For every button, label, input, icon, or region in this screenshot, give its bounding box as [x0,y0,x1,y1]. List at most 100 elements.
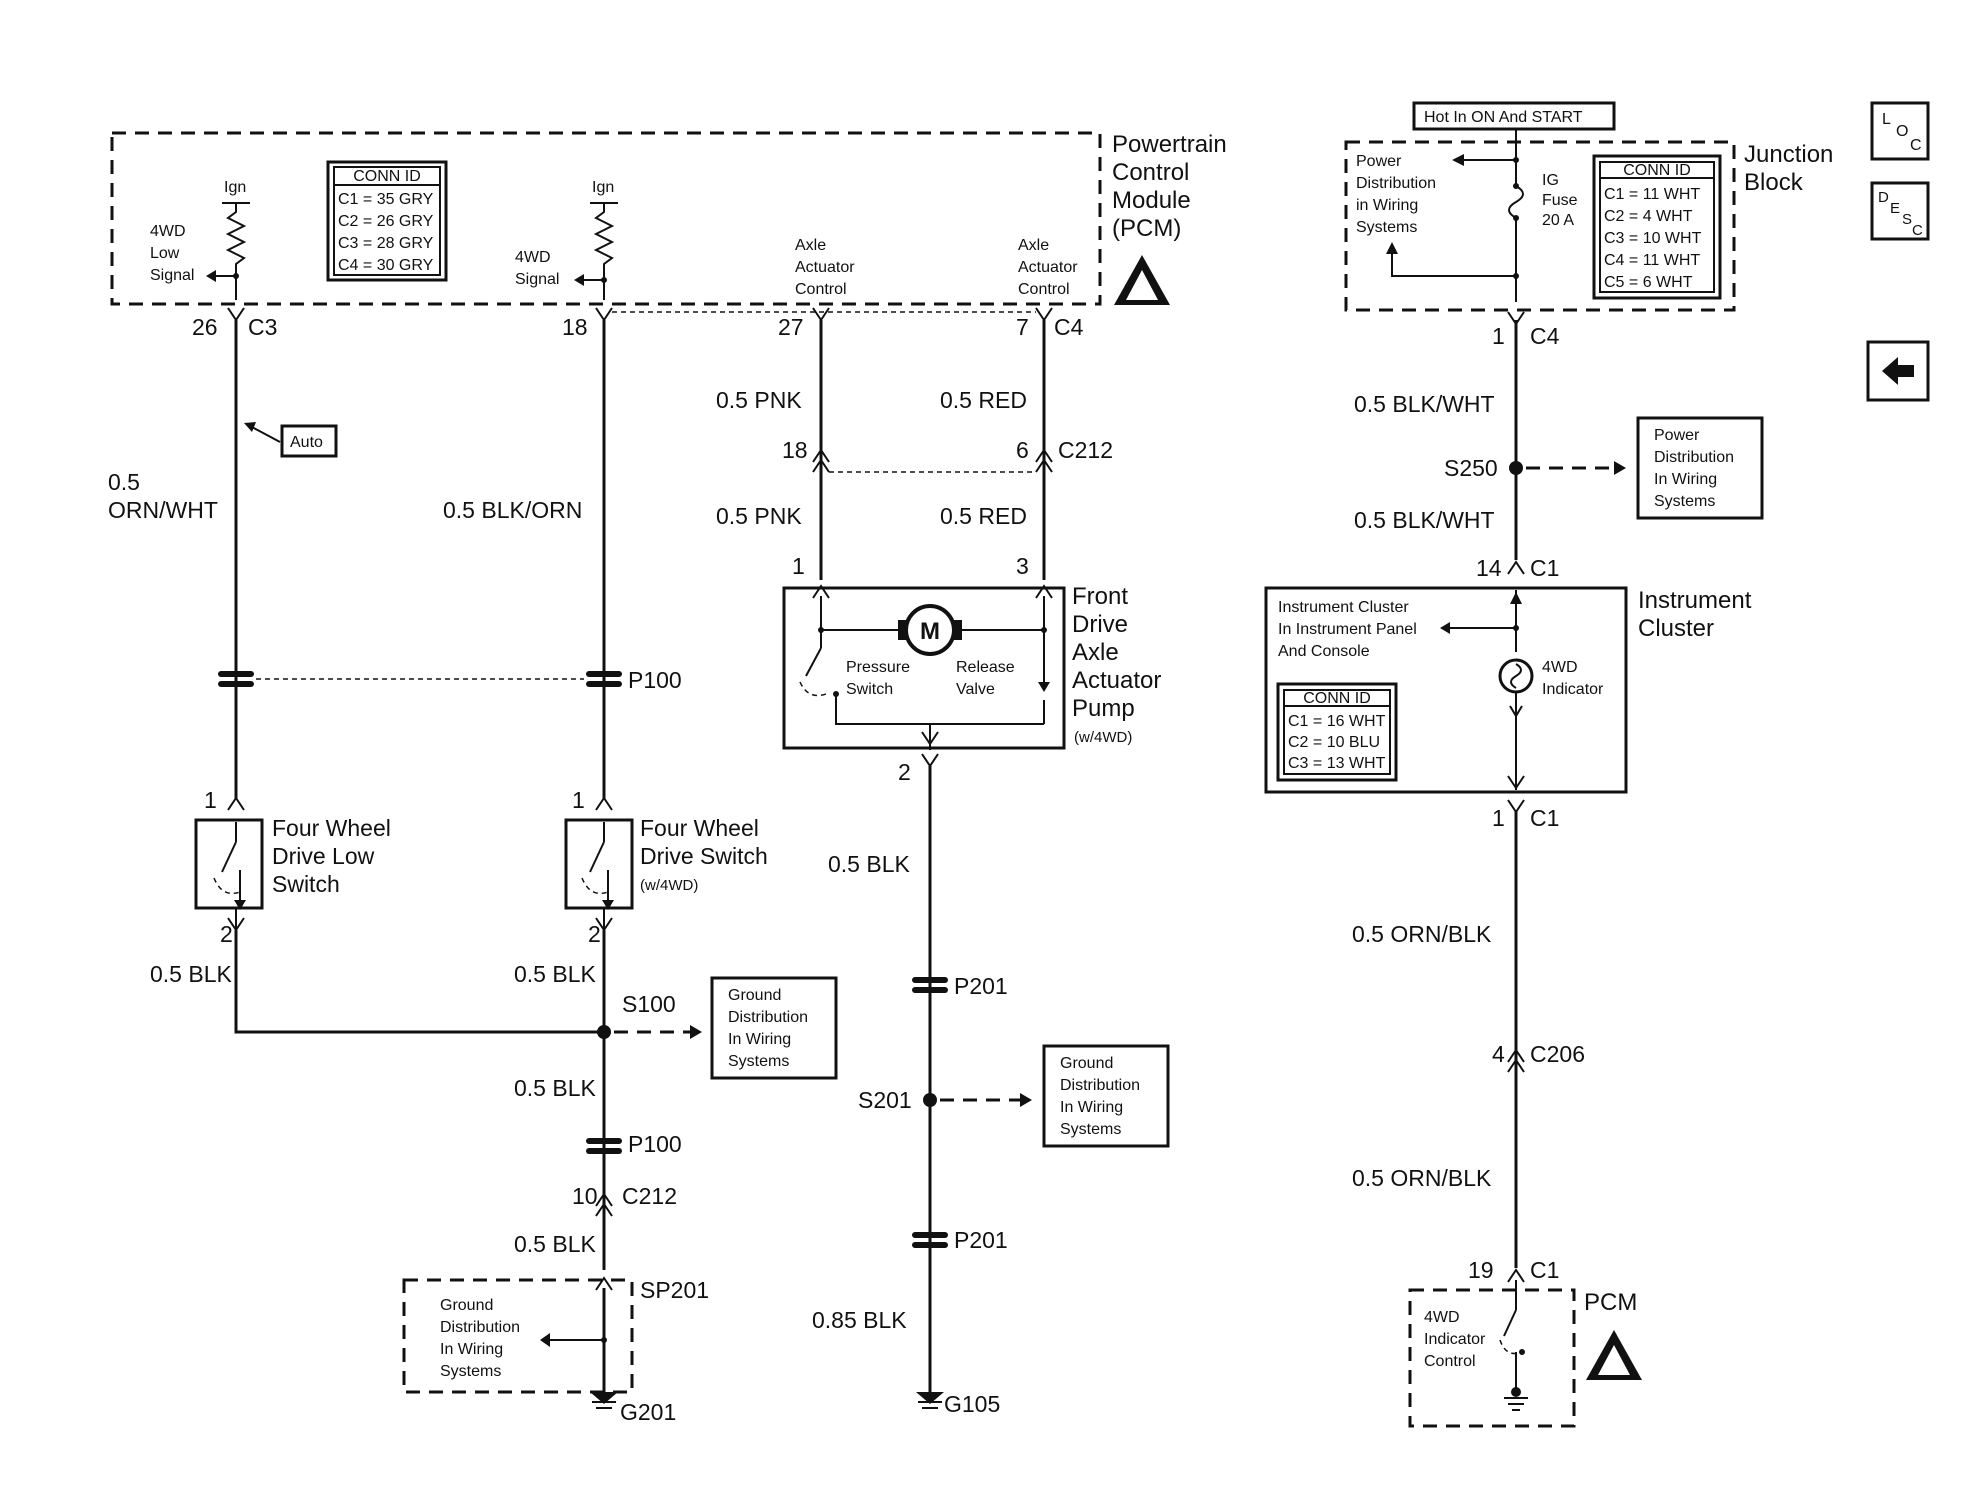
axle-control-label-1: Control [795,281,847,298]
pcm-title-3: Module [1112,187,1191,214]
pcm-title-1: Powertrain [1112,131,1227,158]
pin-label: 18 [782,437,808,463]
pcm2-label: Control [1424,1353,1476,1370]
connector-label: C212 [1058,437,1113,463]
jb-conn-row: C2 = 4 WHT [1604,208,1693,225]
junction-block-title: Block [1744,169,1804,196]
desc-button[interactable]: D E S C [1870,181,1930,241]
auto-label: Auto [290,434,323,451]
signal-label: 4WD [515,249,551,266]
cluster-title: Cluster [1638,615,1714,642]
arrow-left-icon [1882,357,1914,385]
jb-conn-row: C3 = 10 WHT [1604,230,1702,247]
loc-letter: O [1896,123,1908,140]
ground-dist-label: Distribution [728,1009,808,1026]
fuse-label: Fuse [1542,192,1578,209]
switch-4wd-note: (w/4WD) [640,877,698,894]
pin-27: 27 [778,314,804,340]
pcm-conn-id-table: CONN ID C1 = 35 GRY C2 = 26 GRY C3 = 28 … [326,160,448,282]
ground-dist-label: Systems [1060,1121,1121,1138]
pin-label: 2 [898,759,911,785]
ground-dist-label: Ground [728,987,781,1004]
pump-title: Pump [1072,695,1135,722]
cluster-conn-title: CONN ID [1303,690,1371,707]
pin-label: 10 [572,1183,598,1209]
axle-control-label-2: Control [1018,281,1070,298]
pin-label: 2 [220,921,233,947]
pin-label: 3 [1016,553,1029,579]
pin-label: 19 [1468,1257,1494,1283]
wire-label: 0.5 [108,469,140,495]
jb-conn-id-table: CONN ID C1 = 11 WHT C2 = 4 WHT C3 = 10 W… [1592,154,1722,300]
power-distribution-box-2: Power Distribution In Wiring Systems [1636,416,1764,520]
ground-dist-label: Systems [440,1363,501,1380]
wire-label: 0.5 PNK [716,503,802,529]
p201-label: P201 [954,973,1008,999]
pcm-conn-row: C3 = 28 GRY [338,235,434,252]
pin-7: 7 [1016,314,1029,340]
loc-button[interactable]: L O C [1870,101,1930,161]
axle-wires: 0.5 PNK 0.5 RED 18 6 C212 0.5 PNK 0.5 RE… [716,320,1113,580]
g105-label: G105 [944,1391,1000,1417]
pcm-connectors [227,307,1053,322]
cluster-conn-row: C1 = 16 WHT [1288,713,1386,730]
cluster-title: Instrument [1638,587,1752,614]
wire-label: 0.5 BLK [828,851,910,877]
loc-letter: C [1910,137,1922,154]
signal-label: Signal [515,271,559,288]
wire-orn-wht: 0.5 ORN/WHT [108,320,238,800]
front-drive-axle-actuator-pump: M Pressure Switch Release Valve Front Dr… [782,583,1161,785]
jb-conn-title: CONN ID [1623,162,1691,179]
power-dist-label: Systems [1356,219,1417,236]
pcm-title-4: (PCM) [1112,215,1181,242]
s201-label: S201 [858,1087,912,1113]
back-button[interactable] [1866,340,1930,402]
desc-letter: C [1912,222,1923,239]
pcm2-title: PCM [1584,1289,1637,1316]
pcm-conn-row: C2 = 26 GRY [338,213,434,230]
s250-label: S250 [1444,455,1498,481]
indicator-lamp-icon [1498,658,1534,694]
wire-label: 0.5 ORN/BLK [1352,921,1492,947]
axle-control-label-1: Actuator [795,259,855,276]
desc-letter: S [1902,211,1912,228]
power-dist-label: In Wiring [1654,471,1717,488]
junction-block-title: Junction [1744,141,1833,168]
low-signal-label: 4WD [150,223,186,240]
cluster-conn-row: C3 = 13 WHT [1288,755,1386,772]
pcm-title-2: Control [1112,159,1189,186]
loc-letter: L [1882,111,1891,128]
wire-label: 0.5 BLK/WHT [1354,507,1495,533]
power-dist-label: Distribution [1654,449,1734,466]
motor-label: M [920,618,940,645]
pin-label: 6 [1016,437,1029,463]
switch-4wd-title: Drive Switch [640,843,768,869]
pin-label: 4 [1492,1041,1505,1067]
connector-c3: C3 [248,314,277,340]
desc-letter: D [1878,189,1889,206]
low-signal-label: Signal [150,267,194,284]
cluster-conn-row: C2 = 10 BLU [1288,734,1380,751]
wire-label: 0.85 BLK [812,1307,907,1333]
four-wheel-drive-low-switch: 1 Four Wheel Drive Low Switch 2 [194,787,391,950]
connector-label: C1 [1530,805,1559,831]
sp201-ground: Ground Distribution In Wiring Systems SP… [402,1276,709,1425]
ign-label-1: Ign [224,179,246,196]
ground-dist-label: Ground [440,1297,493,1314]
switch-low-title: Switch [272,871,340,897]
ground-dist-label: In Wiring [440,1341,503,1358]
sp201-label: SP201 [640,1277,709,1303]
pump-title: Front [1072,583,1128,610]
indicator-label: 4WD [1542,659,1578,676]
connector-label: C1 [1530,555,1559,581]
ground-dist-label: In Wiring [728,1031,791,1048]
pin-label: 2 [588,921,601,947]
cluster-note: And Console [1278,643,1370,660]
axle-control-label-2: Actuator [1018,259,1078,276]
pin-label: 1 [1492,323,1505,349]
pcm-indicator-control: PCM 4WD Indicator Control [1408,1280,1642,1428]
connector-label: C206 [1530,1041,1585,1067]
auto-tag: Auto [244,422,338,458]
pin-26: 26 [192,314,218,340]
pump-note: (w/4WD) [1074,729,1132,746]
